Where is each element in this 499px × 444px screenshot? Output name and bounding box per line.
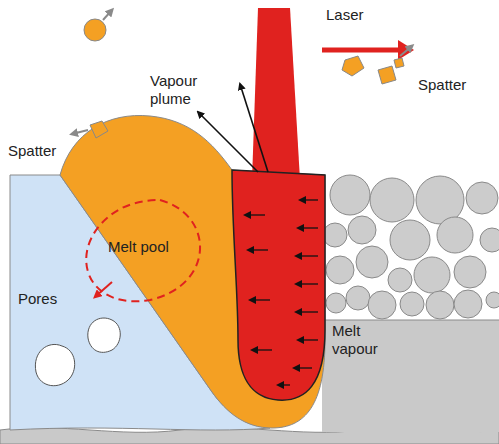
recoil-arrow — [250, 299, 270, 300]
powder-bed — [323, 175, 499, 319]
laser-label: Laser — [326, 6, 386, 24]
recoil-arrow — [298, 227, 318, 228]
powder-layer-base — [322, 320, 499, 432]
powder-particle — [326, 256, 354, 284]
powder-particle — [346, 286, 370, 310]
powder-particle — [414, 257, 450, 293]
powder-particle — [330, 175, 370, 215]
recoil-arrow — [294, 367, 312, 368]
recoil-arrow — [296, 283, 318, 284]
powder-particle — [437, 217, 473, 253]
powder-particle — [348, 216, 376, 244]
pores-label: Pores — [18, 290, 78, 308]
recoil-pressure-arrows — [245, 200, 318, 385]
powder-particle — [326, 293, 346, 313]
travel-arrow — [322, 48, 400, 53]
spatter-particle — [84, 19, 106, 41]
powder-particle — [480, 228, 499, 252]
plume-arrow — [198, 112, 258, 172]
spatter-label: Spatter — [8, 142, 78, 160]
pore — [35, 344, 74, 385]
circulation-flow — [86, 200, 200, 301]
recoil-arrow — [245, 214, 265, 215]
spatter-particle — [342, 56, 364, 76]
flow-arrow — [96, 282, 112, 296]
recoil-arrow — [248, 249, 268, 250]
spatter-label: Spatter — [418, 76, 494, 94]
recoil-arrow — [298, 339, 318, 340]
recoil-arrow — [278, 384, 290, 385]
powder-particle — [323, 223, 347, 247]
powder-particle — [426, 291, 454, 319]
plume-arrow — [240, 84, 268, 172]
plume-label: Vapour plume — [150, 72, 212, 108]
powder-particle — [388, 268, 412, 292]
laser-beam — [252, 8, 300, 180]
powder-particle — [356, 246, 388, 278]
powder-particle — [454, 290, 482, 318]
powder-particle — [400, 292, 424, 316]
powder-particle — [390, 220, 430, 260]
recoil-arrow — [300, 199, 318, 200]
recoil-arrow — [296, 311, 318, 312]
powder-particle — [368, 291, 396, 319]
powder-particle — [486, 292, 499, 308]
melt-vapour-label: Melt vapour — [332, 322, 392, 358]
powder-particle — [370, 178, 414, 222]
keyhole — [232, 170, 325, 400]
recoil-arrow — [296, 255, 318, 256]
spatter-particle — [394, 58, 404, 68]
spatter-particle — [378, 66, 396, 84]
recoil-arrow — [252, 349, 272, 350]
pore — [88, 318, 120, 352]
melt-pool-label: Melt pool — [108, 238, 188, 256]
powder-particle — [454, 256, 486, 288]
spatter-particle — [90, 121, 108, 138]
travel-arrowhead — [398, 40, 414, 60]
powder-particle — [466, 182, 498, 214]
